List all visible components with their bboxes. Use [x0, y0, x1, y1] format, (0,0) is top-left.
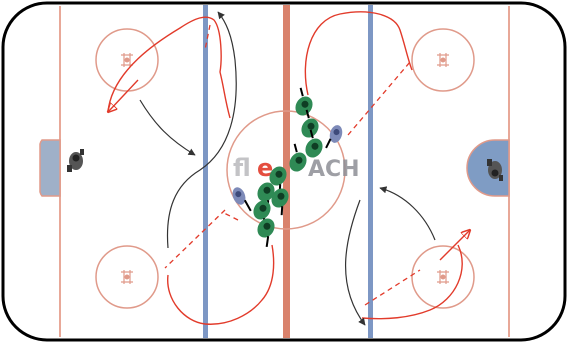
- right-blue-line: [368, 5, 373, 338]
- left-blue-line: [203, 5, 208, 338]
- watermark-prefix: fl: [233, 154, 251, 182]
- left-goal-crease: [40, 140, 60, 196]
- watermark-suffix: ACH: [308, 157, 360, 182]
